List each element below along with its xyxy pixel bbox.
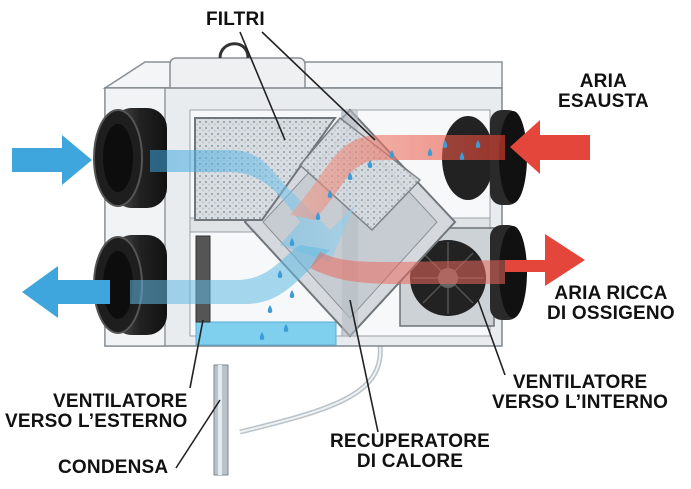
label-aria-ricca-line2: DI OSSIGENO bbox=[547, 303, 675, 324]
label-aria-ricca-line1: ARIA RICCA bbox=[554, 283, 668, 304]
stale-air-in-arrow bbox=[290, 120, 590, 220]
exhaust-to-outside-arrow bbox=[22, 245, 330, 318]
label-condensa-text: CONDENSA bbox=[58, 457, 169, 478]
label-ventilatore-esterno-line2: VERSO L’ESTERNO bbox=[5, 411, 188, 432]
label-aria-esausta-line2: ESAUSTA bbox=[558, 91, 649, 112]
oxygen-rich-air-out-arrow bbox=[310, 234, 585, 286]
label-ventilatore-esterno-line1: VENTILATORE bbox=[52, 391, 188, 412]
red-air-arrow bbox=[510, 120, 590, 174]
label-recuperatore-line1: RECUPERATORE bbox=[330, 431, 491, 452]
label-ventilatore-interno: VENTILATORE VERSO L’INTERNO bbox=[492, 373, 668, 413]
label-ventilatore-esterno: VENTILATORE VERSO L’ESTERNO bbox=[5, 392, 187, 432]
label-filtri-text: FILTRI bbox=[206, 9, 265, 30]
label-recuperatore-line2: DI CALORE bbox=[356, 451, 464, 472]
left-ducts bbox=[93, 108, 167, 335]
label-filtri: FILTRI bbox=[206, 10, 265, 30]
blue-air-arrow bbox=[12, 135, 92, 185]
red-air-arrow bbox=[505, 234, 585, 286]
label-aria-esausta-line1: ARIA bbox=[579, 71, 628, 92]
drain-hose bbox=[213, 344, 383, 476]
incoming-fresh-air-arrow bbox=[12, 135, 355, 262]
label-ventilatore-interno-line1: VENTILATORE bbox=[512, 372, 648, 393]
leader-lines bbox=[175, 31, 506, 469]
blue-air-arrow bbox=[22, 266, 110, 318]
water-drop-icon bbox=[259, 140, 481, 340]
label-aria-esausta: ARIA ESAUSTA bbox=[558, 72, 649, 112]
label-recuperatore: RECUPERATORE DI CALORE bbox=[330, 432, 490, 472]
label-condensa: CONDENSA bbox=[58, 458, 168, 478]
label-aria-ricca: ARIA RICCA DI OSSIGENO bbox=[547, 284, 675, 324]
label-ventilatore-interno-line2: VERSO L’INTERNO bbox=[492, 392, 669, 413]
